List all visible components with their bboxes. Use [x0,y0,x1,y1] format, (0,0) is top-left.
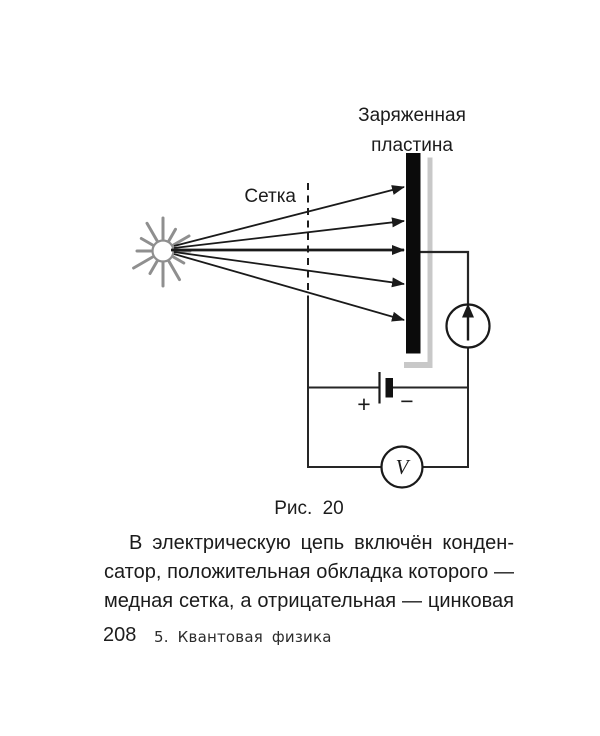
paragraph-line: медная сетка, а отрицательная — цинковая [104,590,514,612]
light-ray-arrow [173,185,405,247]
voltmeter-label: V [395,455,409,479]
charged-plate-label-line1: Заряженная [358,105,466,126]
circuit-wires [307,250,470,468]
paragraph-line: В электрическую цепь включён конден- [129,532,514,554]
battery-negative-terminal [385,378,393,398]
wire-left-bottom [307,298,382,468]
chapter-running-footer: 5. Квантовая физика [154,628,332,646]
grid-label: Сетка [244,186,296,207]
light-ray-arrows [171,185,405,322]
wire-plate-to-galvanometer [419,250,470,305]
plate-shadow [404,157,433,368]
galvanometer-icon [445,303,491,349]
page-number: 208 [103,624,137,646]
figure-caption: Рис. 20 [274,498,344,519]
light-ray-arrow [173,253,405,322]
battery-plus-label: + [357,391,371,417]
paragraph-line: сатор, положительная обкладка которого — [104,561,514,583]
light-ray-arrow [173,217,405,249]
battery-icon [378,372,393,404]
body-paragraph: В электрическую цепь включён конден- сат… [104,529,514,616]
light-ray-arrow [173,251,405,288]
charged-plate-label: Заряженная пластина [312,101,512,161]
light-source-icon [132,216,192,288]
voltmeter-icon [380,445,424,489]
charged-plate-label-line2: пластина [371,135,453,156]
galvanometer-arrowhead-icon [462,303,474,318]
charged-plate [406,153,421,354]
battery-minus-label: − [400,388,414,414]
